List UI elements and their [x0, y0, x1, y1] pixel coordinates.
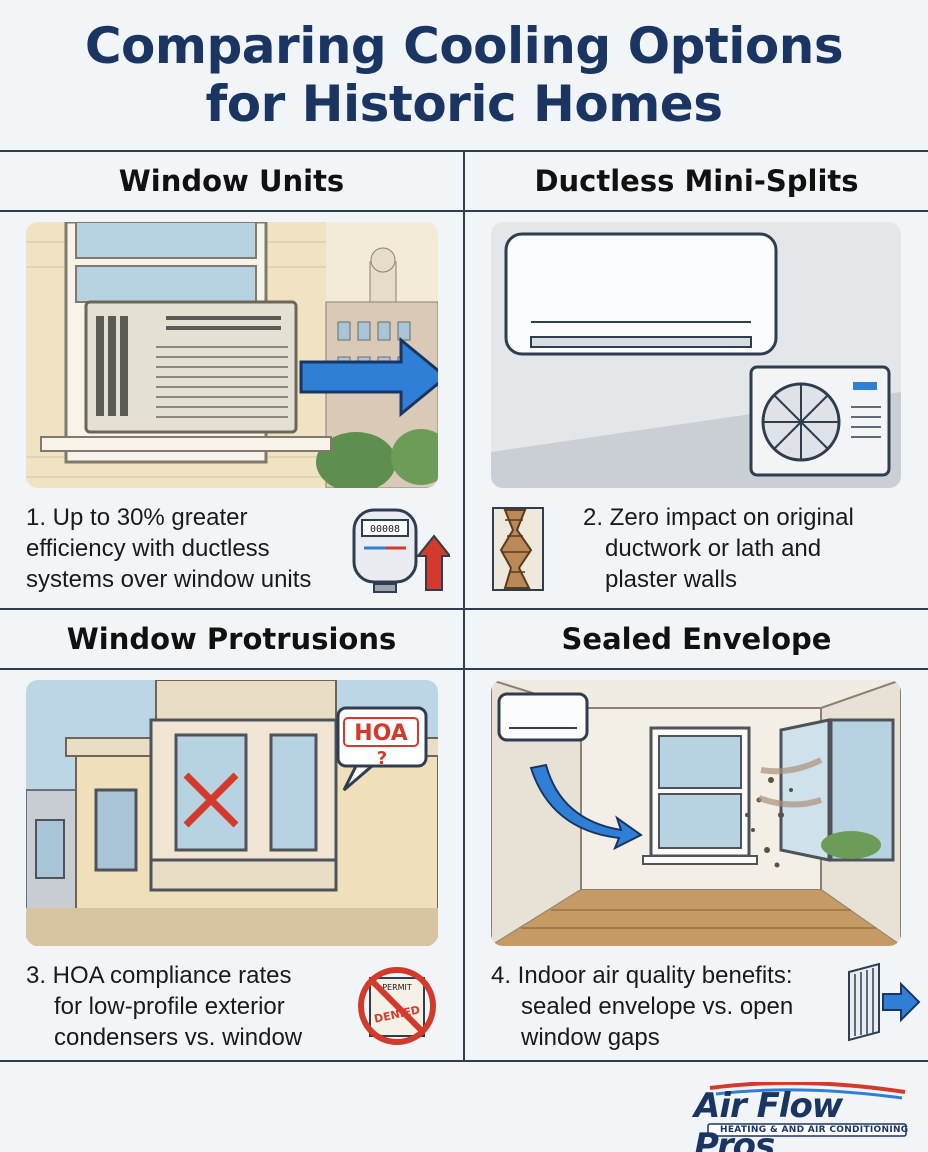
- permit-denied-icon: PERMIT DENIED: [352, 966, 442, 1051]
- mini-split-illustration: [491, 222, 901, 488]
- cell-heading: Sealed Envelope: [465, 610, 928, 670]
- logo-wordmark: Air Flow Pros: [694, 1086, 843, 1152]
- cell-heading: Ductless Mini-Splits: [465, 152, 928, 212]
- cell-heading: Window Protrusions: [0, 610, 463, 670]
- caption-line: efficiency with ductless: [26, 535, 270, 562]
- page-title: Comparing Cooling Options for Historic H…: [0, 0, 928, 150]
- cell-window-protrusions: Window Protrusions HOA: [0, 610, 463, 1066]
- cell-caption: 2. Zero impact on original ductwork or l…: [583, 502, 854, 595]
- title-line-2: for Historic Homes: [205, 75, 723, 133]
- hoa-badge-text: HOA: [354, 721, 408, 746]
- cell-heading: Window Units: [0, 152, 463, 212]
- caption-line: sealed envelope vs. open: [521, 993, 794, 1020]
- cell-caption: 1. Up to 30% greater efficiency with duc…: [26, 502, 311, 595]
- caption-line: 3. HOA compliance rates: [26, 962, 292, 989]
- bay-window-illustration: HOA ?: [26, 680, 438, 946]
- caption-line: 4. Indoor air quality benefits:: [491, 962, 793, 989]
- caption-line: plaster walls: [605, 566, 738, 593]
- logo-tagline: HEATING & AND AIR CONDITIONING: [720, 1125, 909, 1135]
- sealed-room-illustration: [491, 680, 901, 946]
- caption-line: systems over window units: [26, 566, 312, 593]
- cell-caption: 3. HOA compliance rates for low-profile …: [26, 960, 302, 1053]
- caption-line: window gaps: [521, 1024, 660, 1051]
- window-unit-illustration: [26, 222, 438, 488]
- hoa-question-mark: ?: [377, 748, 387, 769]
- comparison-grid: Window Units: [0, 150, 928, 1062]
- meter-reading: 00008: [370, 524, 400, 535]
- permit-label: PERMIT: [382, 983, 412, 992]
- title-line-1: Comparing Cooling Options: [84, 17, 844, 75]
- lath-plaster-wall-icon: [491, 506, 545, 597]
- air-flow-pros-logo: Air Flow Pros HEATING & AND AIR CONDITIO…: [690, 1082, 912, 1152]
- caption-line: condensers vs. window: [54, 1024, 303, 1051]
- energy-meter-icon: 00008: [350, 504, 453, 599]
- caption-line: for low-profile exterior: [54, 993, 285, 1020]
- caption-line: 1. Up to 30% greater: [26, 504, 248, 531]
- grid-divider-vertical: [463, 152, 465, 1060]
- grid-divider-horizontal: [0, 608, 928, 610]
- caption-line: ductwork or lath and: [605, 535, 822, 562]
- air-filter-icon: [845, 962, 923, 1047]
- cell-caption: 4. Indoor air quality benefits: sealed e…: [491, 960, 793, 1053]
- cell-sealed-envelope: Sealed Envelope: [465, 610, 928, 1066]
- caption-line: 2. Zero impact on original: [583, 504, 854, 531]
- cell-ductless-mini-splits: Ductless Mini-Splits: [465, 152, 928, 608]
- cell-window-units: Window Units: [0, 152, 463, 608]
